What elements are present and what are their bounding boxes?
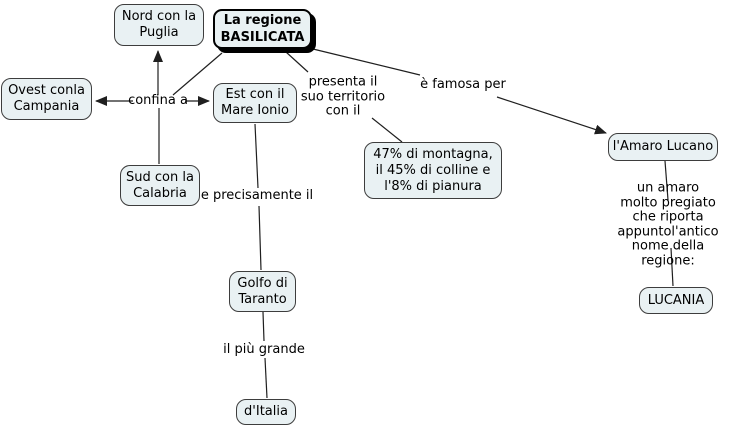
connector-basilicata-to-presenta	[285, 51, 309, 73]
node-sud-calabria[interactable]: Sud con la Calabria	[120, 165, 200, 206]
node-d-italia[interactable]: d'Italia	[236, 399, 296, 425]
node-percentuali-territorio[interactable]: 47% di montagna, il 45% di colline e l'8…	[364, 142, 502, 199]
node-est-mare-ionio[interactable]: Est con il Mare Ionio	[213, 83, 297, 123]
link-label-e-precisamente-il[interactable]: e precisamente il	[200, 187, 314, 203]
link-label-amaro-descrizione[interactable]: un amaro molto pregiato che riporta appu…	[617, 180, 719, 268]
node-nord-puglia[interactable]: Nord con la Puglia	[114, 4, 204, 46]
link-label-il-piu-grande[interactable]: il più grande	[223, 341, 305, 357]
link-label-e-famosa-per[interactable]: è famosa per	[420, 76, 506, 92]
link-label-confina-a[interactable]: confina a	[128, 92, 188, 108]
connector-est-to-precisamente	[254, 123, 259, 189]
connector-basilicata-to-famosa	[312, 48, 421, 76]
connector-famosa-to-amaro	[496, 96, 607, 135]
connector-piugrande-to-ditalia	[264, 357, 268, 399]
connector-conil-to-percentuali	[371, 117, 403, 143]
node-lucania[interactable]: LUCANIA	[639, 287, 713, 314]
connector-descrizione-to-lucania	[670, 247, 674, 287]
node-ovest-campania[interactable]: Ovest conla Campania	[1, 78, 92, 120]
node-golfo-di-taranto[interactable]: Golfo di Taranto	[229, 271, 296, 312]
connector-precisamente-to-golfo	[258, 205, 262, 271]
node-amaro-lucano[interactable]: l'Amaro Lucano	[608, 133, 718, 161]
node-la-regione-basilicata[interactable]: La regione BASILICATA	[213, 9, 312, 49]
connector-amaro-to-descrizione	[664, 160, 669, 201]
connector-golfo-to-piugrande	[262, 311, 265, 342]
link-label-presenta-territorio[interactable]: presenta il suo territorio con il	[300, 74, 386, 119]
connector-basilicata-to-confina	[172, 52, 223, 96]
